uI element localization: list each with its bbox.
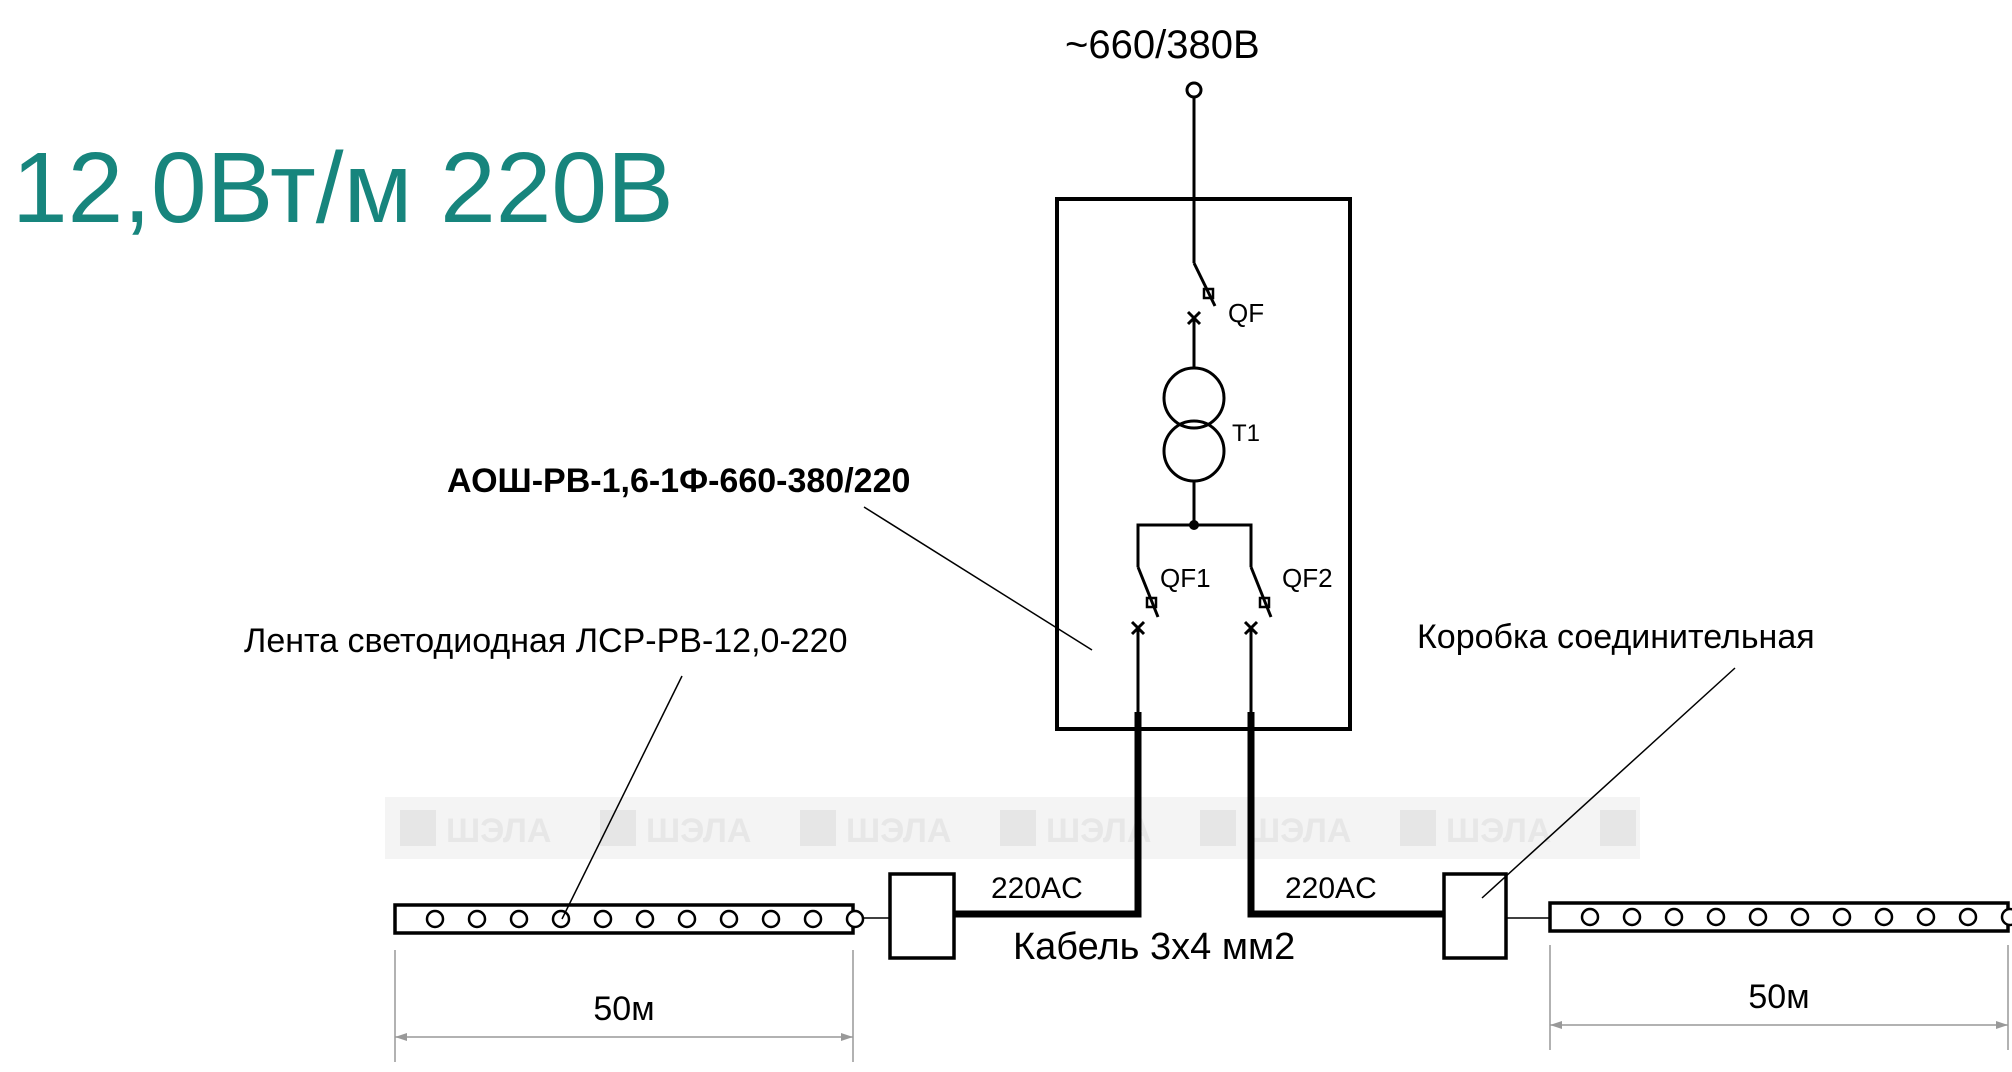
dimension-right-label: 50м (1748, 978, 1809, 1016)
led-icon (467, 909, 487, 929)
watermark-text: ШЭЛА (446, 812, 551, 850)
led-icon (551, 909, 571, 929)
supply-terminal-icon (1185, 81, 1203, 99)
led-icon (509, 909, 529, 929)
led-icon (1580, 907, 1600, 927)
watermark-text: ШЭЛА (846, 812, 951, 850)
transformer-icon (1162, 366, 1226, 530)
page-title: 12,0Вт/м 220В (12, 132, 674, 244)
led-icon (1706, 907, 1726, 927)
junction-box-label: Коробка соединительная (1417, 618, 1815, 656)
dimension-left (394, 950, 854, 1062)
led-icon (761, 909, 781, 929)
watermark-logo-icon (400, 810, 1636, 846)
junction-box-right (1442, 872, 1508, 960)
led-icon (1916, 907, 1936, 927)
led-icon (803, 909, 823, 929)
led-icon (719, 909, 739, 929)
led-strip-leader (561, 675, 683, 920)
led-icon (425, 909, 445, 929)
supply-voltage-label: ~660/380В (1065, 23, 1260, 67)
cabinet-model-label: АОШ-РВ-1,6-1Ф-660-380/220 (447, 462, 910, 500)
led-icon (845, 909, 865, 929)
led-icon (1832, 907, 1852, 927)
cable-right (1247, 712, 1444, 918)
led-icon (1874, 907, 1894, 927)
watermark-band: ШЭЛА ШЭЛА ШЭЛА ШЭЛА ШЭЛА ШЭЛА (385, 797, 1640, 859)
cabinet-model-leader (863, 506, 1093, 651)
breaker-qf1-icon (1130, 566, 1160, 636)
led-icon (677, 909, 697, 929)
led-icon (1748, 907, 1768, 927)
led-icon (1790, 907, 1810, 927)
cable-label: Кабель 3х4 мм2 (1013, 926, 1295, 968)
breaker-qf2-label: QF2 (1282, 563, 1333, 593)
led-icon (1622, 907, 1642, 927)
watermark-text: ШЭЛА (1446, 812, 1551, 850)
watermark-text: ШЭЛА (646, 812, 751, 850)
dimension-right (1549, 945, 2009, 1050)
watermark-text: ШЭЛА (1046, 812, 1151, 850)
cable-left-voltage-label: 220AC (991, 872, 1083, 905)
led-strip-left (393, 903, 855, 935)
led-icon (593, 909, 613, 929)
main-breaker-icon (1186, 262, 1217, 368)
junction-box-leader (1481, 667, 1736, 899)
junction-box-left (888, 872, 956, 960)
cable-left (954, 712, 1142, 918)
transformer-label: T1 (1232, 420, 1260, 447)
led-strip-right-leds (1580, 907, 2012, 927)
led-icon (2000, 907, 2012, 927)
distribution-bus (1136, 523, 1253, 567)
dimension-left-label: 50м (593, 990, 654, 1028)
watermark-text: ШЭЛА (1246, 812, 1351, 850)
led-icon (1958, 907, 1978, 927)
breaker-qf2-icon (1243, 566, 1273, 636)
cable-right-voltage-label: 220AC (1285, 872, 1377, 905)
led-strip-left-leds (425, 909, 865, 929)
led-strip-right (1548, 901, 2010, 933)
led-icon (1664, 907, 1684, 927)
cabinet-enclosure (1055, 197, 1352, 731)
main-breaker-label: QF (1228, 298, 1264, 328)
led-icon (635, 909, 655, 929)
led-strip-label: Лента светодиодная ЛСР-РВ-12,0-220 (244, 622, 848, 660)
breaker-qf1-label: QF1 (1160, 563, 1211, 593)
